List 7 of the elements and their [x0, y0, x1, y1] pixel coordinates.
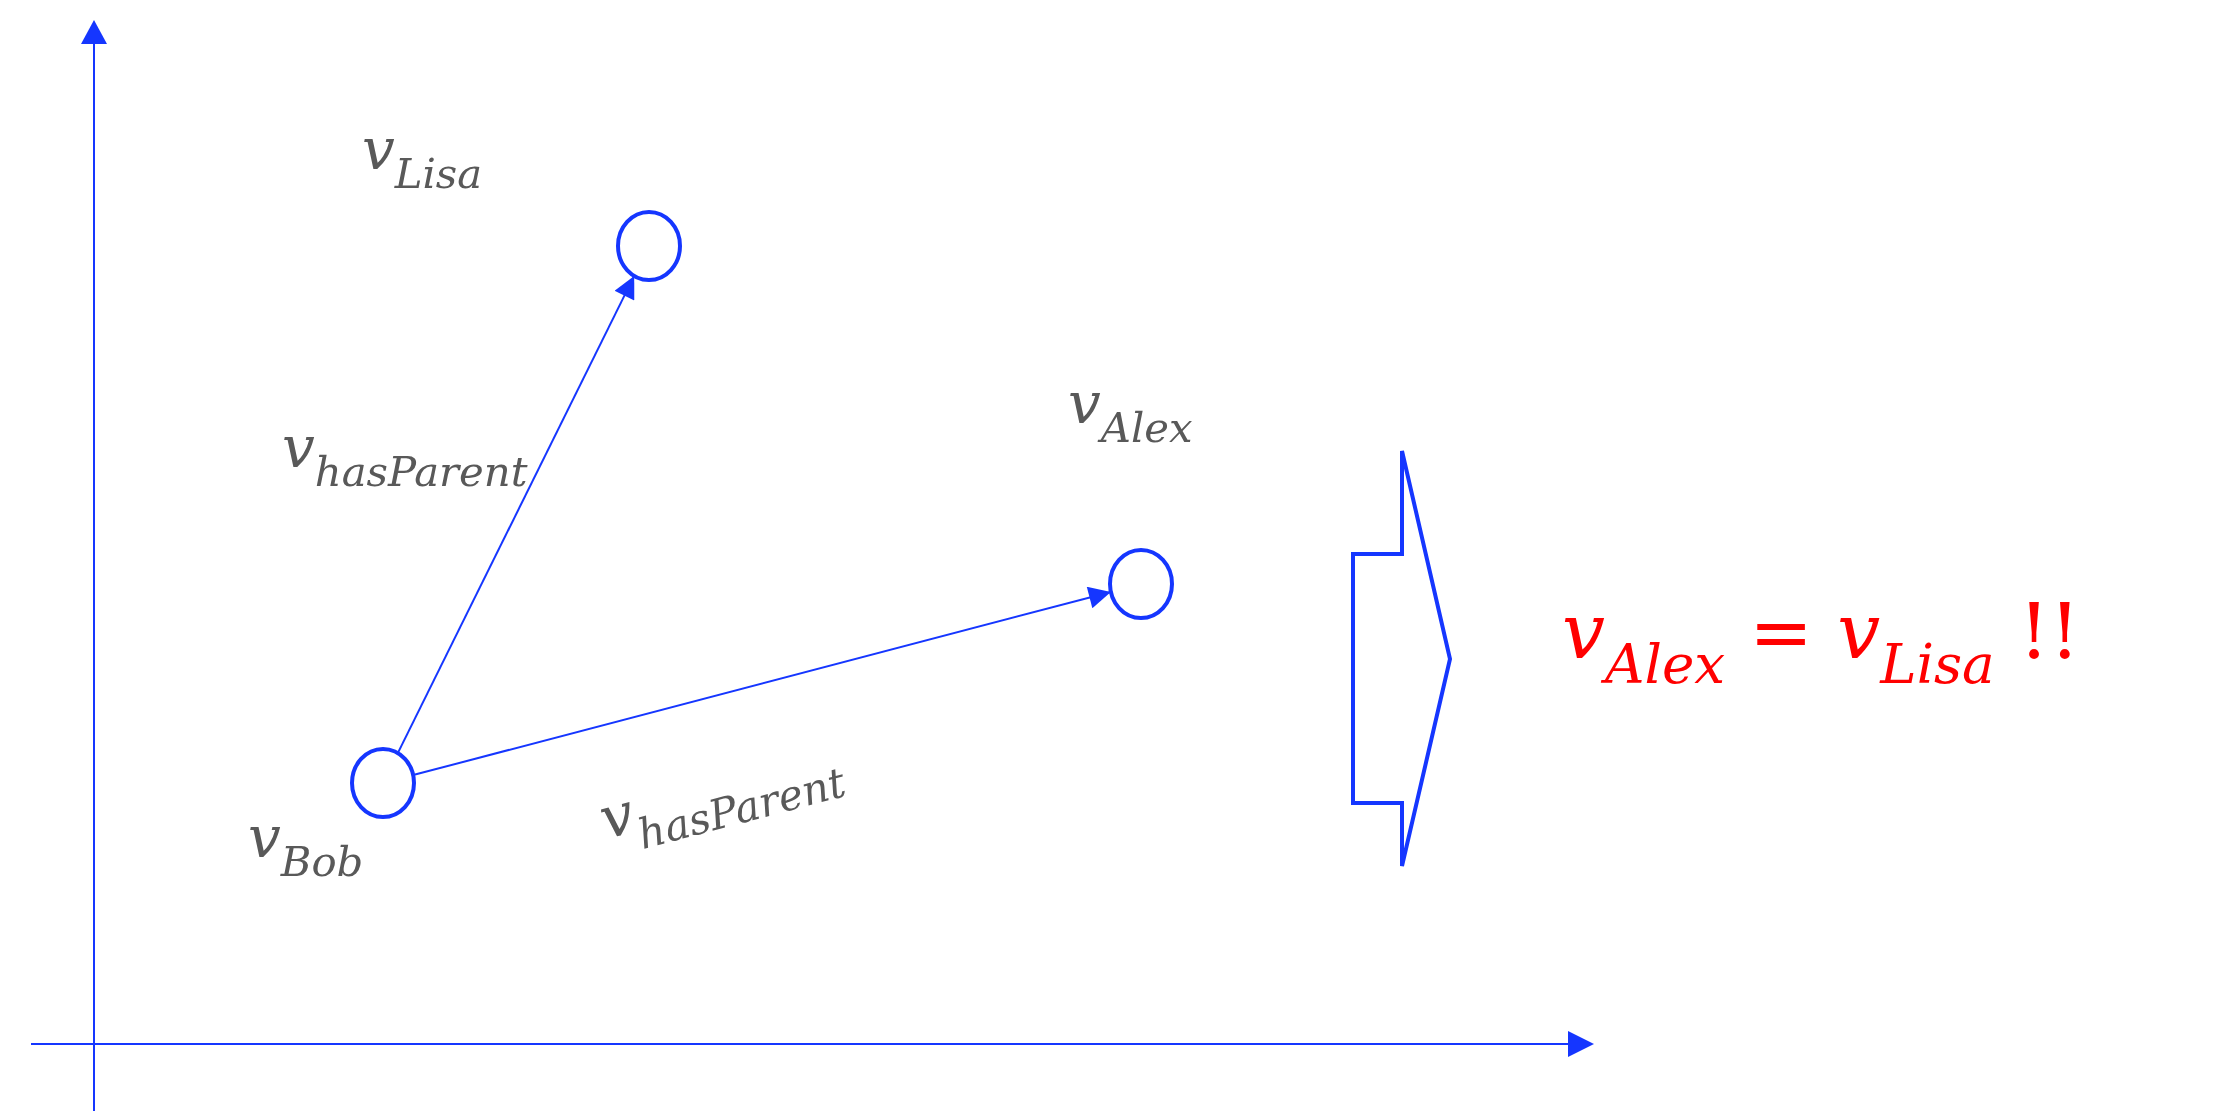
arrow	[412, 586, 1112, 777]
equation: v$_{Alex}$ = v$_{Lisa}$ !!	[1562, 590, 2080, 694]
vector-label: v$_{Alex}$	[1068, 372, 1193, 451]
edge-label: v$_{hasParent}$	[282, 416, 528, 495]
vector-label: v$_{Bob}$	[248, 806, 364, 885]
vector-label: v$_{Lisa}$	[362, 118, 483, 197]
arrow	[396, 274, 636, 755]
